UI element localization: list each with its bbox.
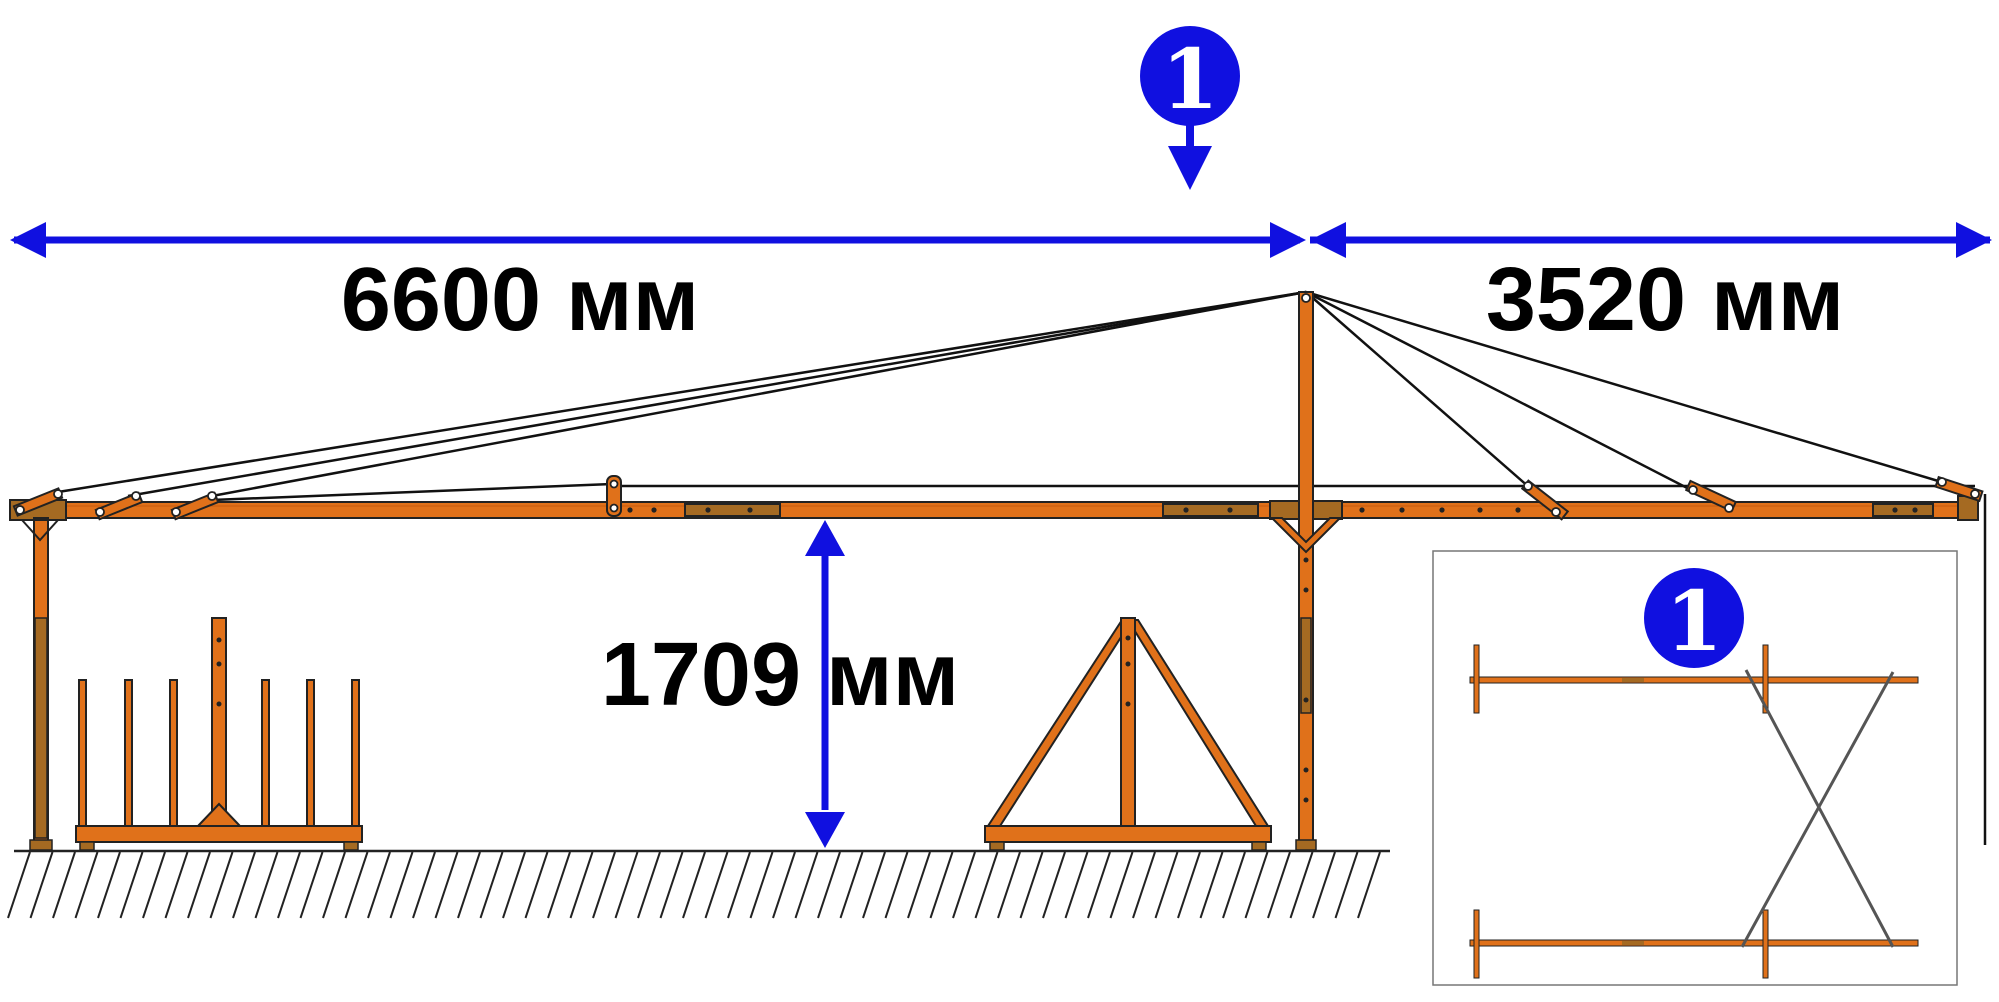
ground-hatch-line — [1289, 851, 1314, 919]
ground-hatch-line — [749, 851, 774, 919]
ground-hatch-line — [254, 851, 279, 919]
ground-hatch-line — [974, 851, 999, 919]
span-overhang-label: 3520 мм — [1486, 250, 1844, 350]
ground-hatch-line — [1177, 851, 1201, 919]
ground-hatch-line — [434, 851, 459, 919]
ground-line — [7, 849, 1390, 919]
ground-hatch-line — [457, 851, 481, 919]
ground-hatch-line — [299, 851, 324, 919]
ground-hatch-line — [817, 851, 841, 919]
ground-hatch-line — [412, 851, 436, 919]
ground-hatch-line — [389, 851, 414, 919]
ground-hatch-line — [74, 851, 99, 919]
ground-hatch-line — [29, 851, 54, 919]
ground-hatch-line — [682, 851, 706, 919]
ground-hatch-line — [839, 851, 864, 919]
ground-hatch-line — [1064, 851, 1089, 919]
ground-hatch-line — [727, 851, 751, 919]
ground-hatch-line — [929, 851, 954, 919]
ground-hatch-line — [119, 851, 144, 919]
ground-hatch-line — [1087, 851, 1111, 919]
ground-hatch-line — [862, 851, 886, 919]
ground-hatch-line — [142, 851, 166, 919]
plan-view-inset: 1 — [1432, 550, 1958, 986]
ground-hatch-line — [322, 851, 346, 919]
span-dimension-main — [10, 222, 1306, 258]
ground-hatch-line — [1267, 851, 1291, 919]
ground-hatch-line — [1154, 851, 1179, 919]
view-marker: 1 — [1140, 26, 1240, 190]
ground-hatch-line — [52, 851, 76, 919]
support-cables — [57, 290, 1987, 845]
ground-hatch-line — [187, 851, 211, 919]
ground-hatch-line — [1244, 851, 1269, 919]
ground-hatch-line — [1019, 851, 1044, 919]
height-dimension — [805, 520, 845, 848]
ground-hatch-line — [209, 851, 234, 919]
ground-hatch-line — [637, 851, 661, 919]
ground-hatch-line — [344, 851, 369, 919]
a-frame-stand — [984, 617, 1272, 851]
ground-hatch-line — [884, 851, 909, 919]
ground-hatch-line — [7, 851, 31, 919]
ground-hatch-line — [1222, 851, 1246, 919]
ground-hatch-line — [1312, 851, 1336, 919]
detail-marker-number: 1 — [1665, 574, 1722, 670]
ground-hatch-line — [479, 851, 504, 919]
ground-hatch-line — [1109, 851, 1134, 919]
ground-hatch-line — [952, 851, 976, 919]
ground-hatch-line — [1199, 851, 1224, 919]
ground-hatch-line — [232, 851, 256, 919]
ground-hatch-line — [704, 851, 729, 919]
ground-hatch-line — [1042, 851, 1066, 919]
ground-hatch-line — [1357, 851, 1381, 919]
span-dimension-overhang — [1310, 222, 1992, 258]
ground-hatch-line — [659, 851, 684, 919]
height-label: 1709 мм — [601, 625, 959, 725]
ground-hatch-line — [547, 851, 571, 919]
ground-hatch-line — [524, 851, 549, 919]
ground-hatch-line — [592, 851, 616, 919]
view-arrow-icon — [1168, 146, 1212, 190]
beam-joint-plate — [684, 503, 781, 517]
ground-hatch-line — [569, 851, 594, 919]
span-main-label: 6600 мм — [341, 250, 699, 350]
ground-hatch-line — [1334, 851, 1359, 919]
ground-hatch-line — [367, 851, 391, 919]
central-mast — [1269, 291, 1343, 851]
ground-hatch-line — [794, 851, 819, 919]
ground-hatch-line — [1132, 851, 1156, 919]
ground-hatch-line — [997, 851, 1021, 919]
left-post — [19, 517, 61, 851]
ground-hatch-line — [614, 851, 639, 919]
main-beam — [9, 495, 1979, 521]
ground-hatch-line — [97, 851, 121, 919]
ground-hatch-line — [164, 851, 189, 919]
ground-hatch-line — [277, 851, 301, 919]
ground-hatch-line — [907, 851, 931, 919]
beam-joint-plate — [1872, 503, 1934, 517]
ground-hatch-line — [772, 851, 796, 919]
counterweight-stand — [75, 617, 363, 851]
beam-joint-plate — [1162, 503, 1259, 517]
view-marker-number: 1 — [1161, 32, 1218, 128]
ground-hatch-line — [502, 851, 526, 919]
